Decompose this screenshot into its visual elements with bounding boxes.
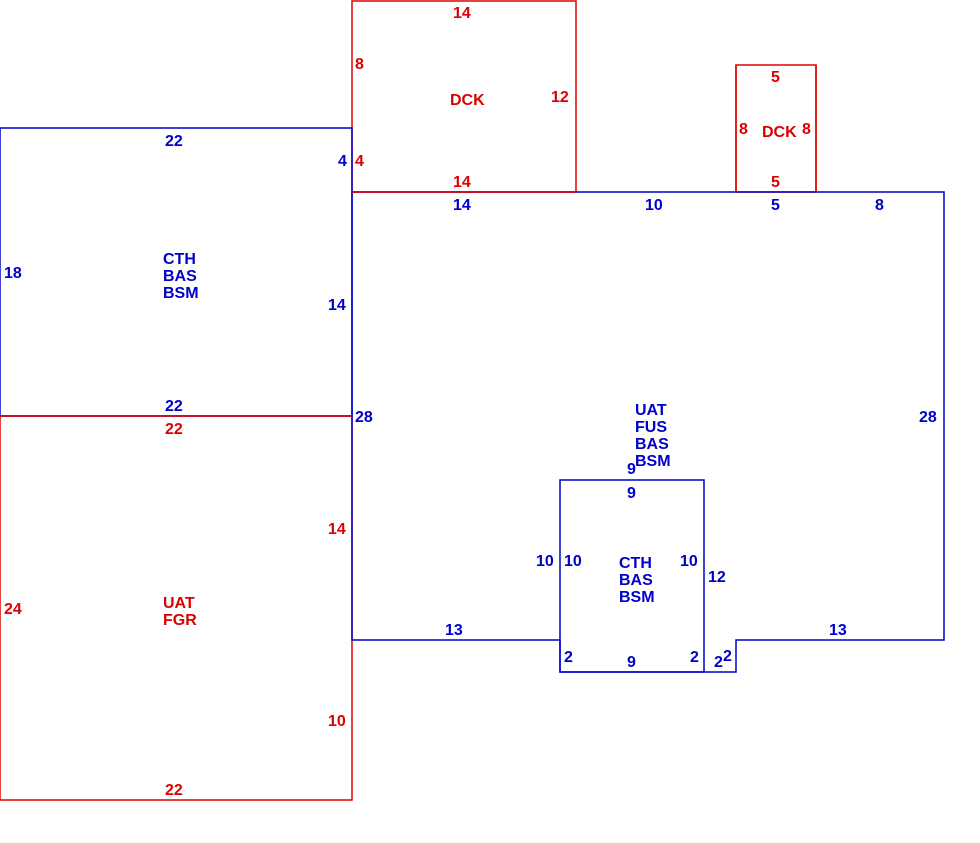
dim-inset-top-outer: 9 [627, 461, 636, 478]
dim-cth-left-left: 18 [4, 265, 22, 282]
dim-cth-left-bottom: 22 [165, 398, 183, 415]
dim-deck-main-bottom: 14 [453, 174, 471, 191]
dim-main-left: 28 [355, 409, 373, 426]
dim-jog-b: 2 [723, 648, 732, 665]
dim-inset-bottom: 9 [627, 654, 636, 671]
dim-main-top-4: 8 [875, 197, 884, 214]
dim-deck-main-left-lower: 4 [355, 153, 364, 170]
area-label-deck-small: DCK [762, 124, 797, 141]
dim-inset-bottom-left: 2 [564, 649, 573, 666]
dim-deck-small-left: 8 [739, 121, 748, 138]
dim-main-top-1: 14 [453, 197, 471, 214]
dim-garage-right-upper: 14 [328, 521, 346, 538]
main-living-outline [351, 191, 945, 673]
dim-deck-small-bottom: 5 [771, 174, 780, 191]
dim-deck-small-right: 8 [802, 121, 811, 138]
dim-garage-right-lower: 10 [328, 713, 346, 730]
dim-main-top-2: 10 [645, 197, 663, 214]
dim-inset-right-outer: 12 [708, 569, 726, 586]
dim-main-bottom-right: 13 [829, 622, 847, 639]
dim-main-right: 28 [919, 409, 937, 426]
area-label-deck-main: DCK [450, 92, 485, 109]
cth-inset-outline [559, 479, 705, 673]
dim-deck-main-top: 14 [453, 5, 471, 22]
dim-inset-left-outer: 10 [536, 553, 554, 570]
dim-deck-small-top: 5 [771, 69, 780, 86]
area-label-cth-inset: CTH BAS BSM [619, 555, 657, 606]
area-label-main-living: UAT FUS BAS BSM [635, 402, 673, 470]
dim-garage-bottom: 22 [165, 782, 183, 799]
dim-jog-a: 2 [714, 654, 723, 671]
dim-inset-bottom-right: 2 [690, 649, 699, 666]
dim-cth-left-top: 22 [165, 133, 183, 150]
dim-cth-left-right: 14 [328, 297, 346, 314]
dim-deck-main-right: 12 [551, 89, 569, 106]
dim-inset-left-inner: 10 [564, 553, 582, 570]
dim-deck-main-left: 8 [355, 56, 364, 73]
dim-cth-left-right-upper: 4 [338, 153, 347, 170]
area-label-cth-left: CTH BAS BSM [163, 251, 201, 302]
area-label-garage: UAT FGR [163, 595, 199, 629]
dim-main-top-3: 5 [771, 197, 780, 214]
dim-garage-left: 24 [4, 601, 22, 618]
dim-inset-right-inner: 10 [680, 553, 698, 570]
dim-main-bottom-left: 13 [445, 622, 463, 639]
dim-garage-top: 22 [165, 421, 183, 438]
dim-inset-top-inner: 9 [627, 485, 636, 502]
